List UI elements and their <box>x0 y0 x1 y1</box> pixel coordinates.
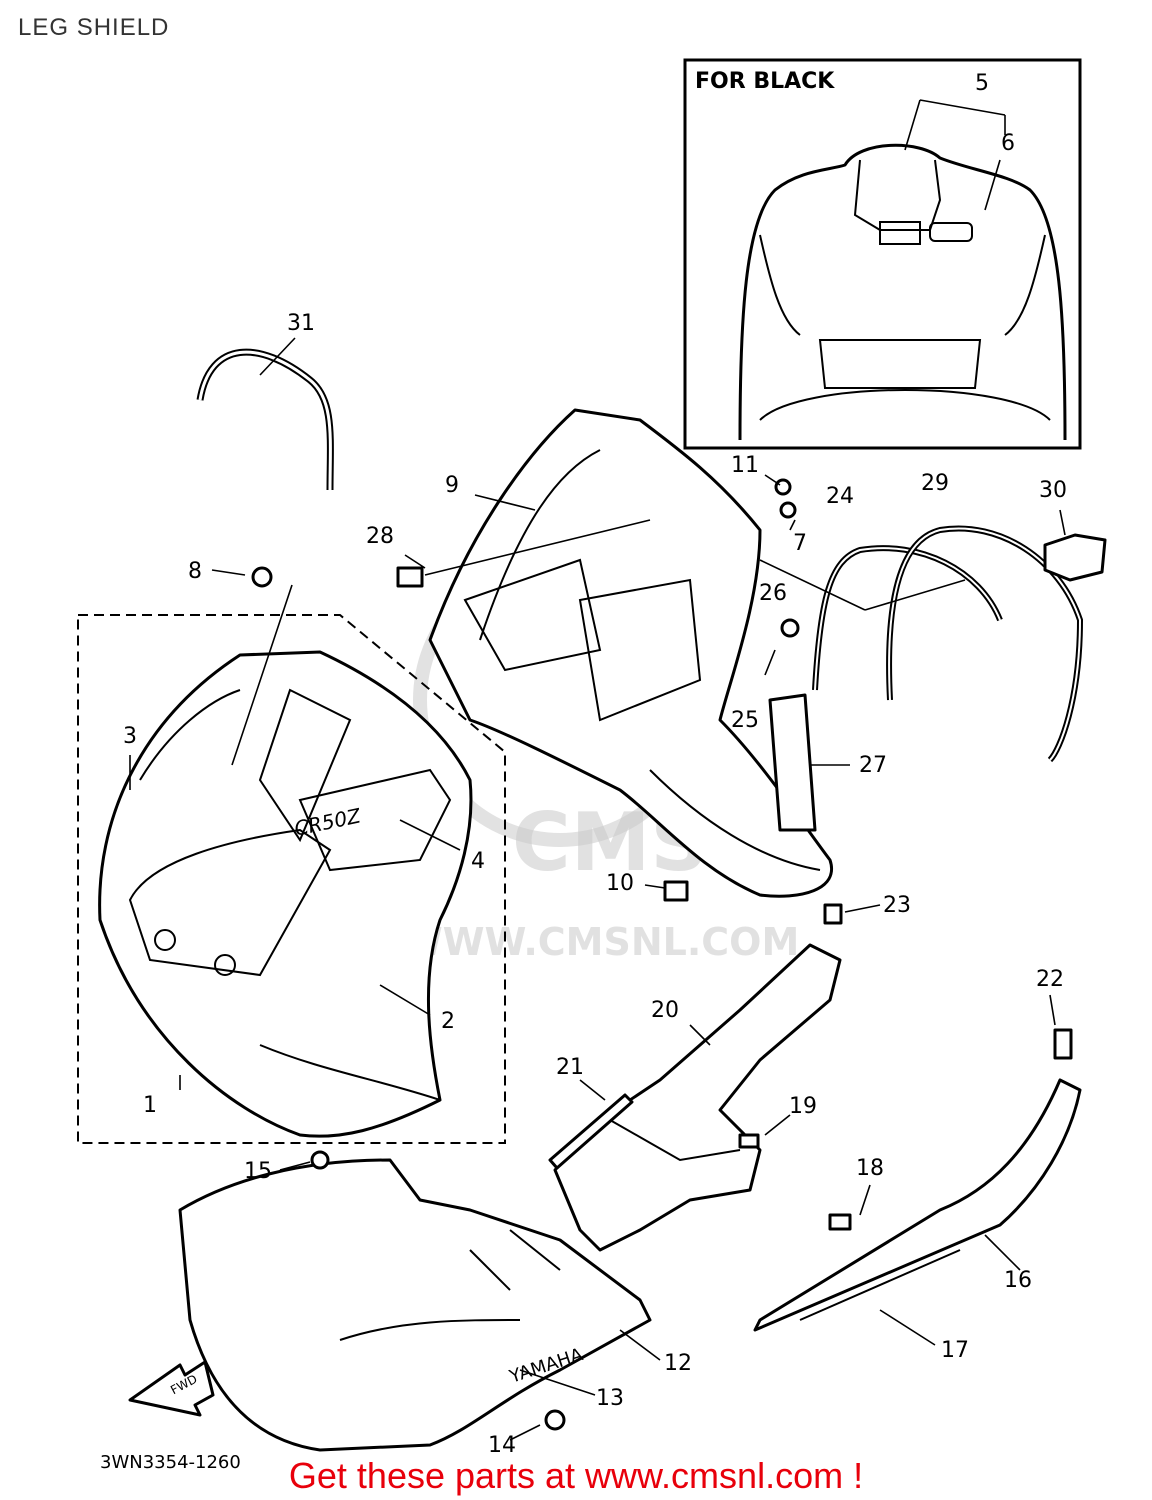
callout-20: 20 <box>651 998 679 1023</box>
diagram-code: 3WN3354-1260 <box>100 1452 241 1473</box>
assembly-1-box <box>77 614 506 1144</box>
part-floor-board <box>553 943 842 1252</box>
callout-21: 21 <box>556 1055 584 1080</box>
callout-9: 9 <box>445 473 459 498</box>
callout-15: 15 <box>244 1159 272 1184</box>
callout-12: 12 <box>664 1351 692 1376</box>
callout-19: 19 <box>789 1094 817 1119</box>
part-strip-21 <box>548 1093 634 1170</box>
callout-30: 30 <box>1039 478 1067 503</box>
inset-label: FOR BLACK <box>695 69 835 94</box>
get-parts-link[interactable]: Get these parts at www.cmsnl.com ! <box>288 1455 864 1496</box>
part-side-cover <box>753 1078 1082 1332</box>
leader-lines <box>129 99 1066 1441</box>
callout-29: 29 <box>921 471 949 496</box>
callout-25: 25 <box>731 708 759 733</box>
watermark: CMS WWW.CMSNL.COM <box>401 553 800 964</box>
part-trim-24 <box>812 545 1003 691</box>
part-inner-shield <box>428 408 834 898</box>
inset-for-black: FOR BLACK <box>683 58 1082 450</box>
part-bracket-27 <box>768 693 817 832</box>
callout-18: 18 <box>856 1156 884 1181</box>
callout-3: 3 <box>123 724 137 749</box>
callout-1: 1 <box>143 1093 157 1118</box>
watermark-url: WWW.CMSNL.COM <box>401 920 800 964</box>
callout-28: 28 <box>366 524 394 549</box>
callout-24: 24 <box>826 484 854 509</box>
callout-11: 11 <box>731 453 759 478</box>
callout-16: 16 <box>1004 1268 1032 1293</box>
callout-31: 31 <box>287 311 315 336</box>
fwd-arrow: FWD <box>128 1360 215 1417</box>
callout-22: 22 <box>1036 967 1064 992</box>
callout-27: 27 <box>859 753 887 778</box>
callout-13: 13 <box>596 1386 624 1411</box>
callout-26: 26 <box>759 581 787 606</box>
callout-numbers: 1234567891011121314151617181920212223242… <box>123 71 1067 1458</box>
callout-5: 5 <box>975 71 989 96</box>
callout-10: 10 <box>606 871 634 896</box>
part-front-cover: CR50Z <box>98 650 473 1138</box>
part-trim-strip-31 <box>196 348 334 491</box>
callout-17: 17 <box>941 1338 969 1363</box>
callout-7: 7 <box>793 531 807 556</box>
callout-23: 23 <box>883 893 911 918</box>
callout-14: 14 <box>488 1433 516 1458</box>
callout-8: 8 <box>188 559 202 584</box>
callout-2: 2 <box>441 1009 455 1034</box>
small-hardware <box>251 478 1107 1431</box>
page-title: LEG SHIELD <box>18 14 170 41</box>
callout-6: 6 <box>1001 131 1015 156</box>
callout-4: 4 <box>471 849 485 874</box>
